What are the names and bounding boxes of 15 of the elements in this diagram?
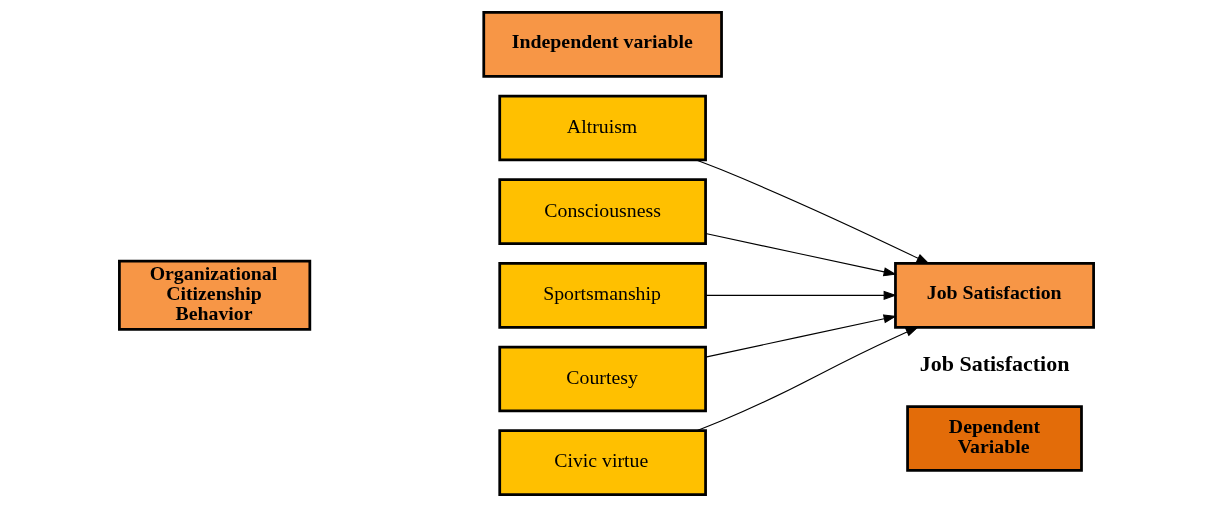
node-box: Dependent Variable [905,405,1083,472]
arrow [695,326,919,432]
arrow [704,290,897,300]
arrow [704,233,897,277]
node-box: Independent variable [481,11,723,78]
arrow [695,159,930,264]
label: Job Satisfaction [919,351,1069,377]
arrow [704,314,897,358]
node-box: Civic virtue [497,429,707,496]
node-box: Altruism [497,94,707,162]
node-box: Sportsmanship [497,262,707,329]
node-box: Consciousness [497,178,707,245]
node-box: Job Satisfaction [893,262,1095,329]
node-box: Organizational Citizenship Behavior [117,259,311,331]
node-box: Courtesy [497,345,707,413]
